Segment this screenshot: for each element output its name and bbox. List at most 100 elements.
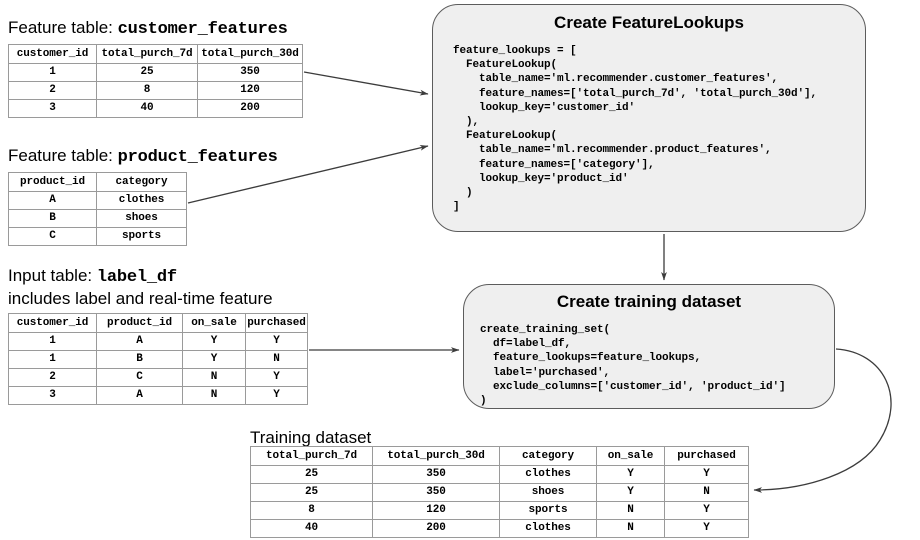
- table-row: C sports: [8, 227, 187, 246]
- table-row: 1 B Y N: [8, 350, 308, 369]
- training-dataset-caption: Training dataset: [250, 428, 372, 447]
- table-cell: sports: [499, 501, 597, 520]
- column-header: customer_id: [8, 313, 97, 333]
- table-cell: 8: [96, 81, 198, 100]
- table-cell: N: [596, 501, 665, 520]
- table-cell: B: [8, 209, 97, 228]
- table-cell: N: [245, 350, 308, 369]
- table-cell: Y: [182, 332, 246, 351]
- create-featurelookups-title: Create FeatureLookups: [554, 13, 744, 32]
- table-row: A clothes: [8, 191, 187, 210]
- table-cell: 350: [197, 63, 303, 82]
- table-row: 25 350 shoes Y N: [250, 483, 749, 502]
- label-df-table: customer_id product_id on_sale purchased…: [8, 313, 308, 405]
- column-header: on_sale: [182, 313, 246, 333]
- table-cell: Y: [596, 465, 665, 484]
- table-row: 3 A N Y: [8, 386, 308, 405]
- table-cell: Y: [245, 332, 308, 351]
- table-header-row: total_purch_7d total_purch_30d category …: [250, 446, 749, 466]
- table-cell: sports: [96, 227, 187, 246]
- table-cell: clothes: [499, 519, 597, 538]
- table-cell: 40: [250, 519, 373, 538]
- table-cell: Y: [182, 350, 246, 369]
- table-header-row: customer_id total_purch_7d total_purch_3…: [8, 44, 303, 64]
- table-cell: 120: [197, 81, 303, 100]
- table-cell: 2: [8, 81, 97, 100]
- customer-features-caption: Feature table: customer_features: [8, 17, 288, 40]
- table-row: 3 40 200: [8, 99, 303, 118]
- column-header: total_purch_7d: [96, 44, 198, 64]
- product-features-caption-prefix: Feature table:: [8, 146, 118, 165]
- column-header: total_purch_30d: [372, 446, 500, 466]
- table-cell: Y: [664, 519, 749, 538]
- create-featurelookups-box: Create FeatureLookups feature_lookups = …: [432, 4, 866, 232]
- table-cell: 200: [372, 519, 500, 538]
- product-features-caption-name: product_features: [117, 148, 278, 167]
- table-cell: 25: [96, 63, 198, 82]
- customer-features-caption-name: customer_features: [117, 20, 288, 39]
- column-header: purchased: [245, 313, 308, 333]
- product-features-caption: Feature table: product_features: [8, 145, 278, 168]
- column-header: product_id: [8, 172, 97, 192]
- table-row: 25 350 clothes Y Y: [250, 465, 749, 484]
- table-header-row: customer_id product_id on_sale purchased: [8, 313, 308, 333]
- table-cell: 1: [8, 332, 97, 351]
- column-header: category: [96, 172, 187, 192]
- table-cell: 3: [8, 99, 97, 118]
- column-header: total_purch_7d: [250, 446, 373, 466]
- column-header: purchased: [664, 446, 749, 466]
- create-training-dataset-title: Create training dataset: [556, 292, 742, 311]
- table-row: 8 120 sports N Y: [250, 501, 749, 520]
- table-header-row: product_id category: [8, 172, 187, 192]
- table-cell: Y: [245, 386, 308, 405]
- table-cell: 1: [8, 350, 97, 369]
- table-cell: clothes: [96, 191, 187, 210]
- table-cell: 200: [197, 99, 303, 118]
- table-cell: A: [96, 332, 183, 351]
- product-features-table: product_id category A clothes B shoes C …: [8, 172, 187, 246]
- label-df-caption-name: label_df: [96, 268, 177, 287]
- table-cell: clothes: [499, 465, 597, 484]
- table-cell: Y: [596, 483, 665, 502]
- table-cell: shoes: [96, 209, 187, 228]
- table-cell: 1: [8, 63, 97, 82]
- table-cell: N: [596, 519, 665, 538]
- table-row: 1 25 350: [8, 63, 303, 82]
- table-row: 2 C N Y: [8, 368, 308, 387]
- table-cell: 25: [250, 483, 373, 502]
- column-header: category: [499, 446, 597, 466]
- table-cell: 2: [8, 368, 97, 387]
- table-cell: 8: [250, 501, 373, 520]
- arrow-customer-features-to-lookups: [303, 71, 429, 96]
- table-cell: 40: [96, 99, 198, 118]
- table-cell: A: [96, 386, 183, 405]
- table-cell: 350: [372, 483, 500, 502]
- create-training-dataset-code: create_training_set( df=label_df, featur…: [480, 324, 786, 408]
- table-row: B shoes: [8, 209, 187, 228]
- label-df-caption: Input table: label_df: [8, 265, 177, 288]
- table-cell: 25: [250, 465, 373, 484]
- table-row: 40 200 clothes N Y: [250, 519, 749, 538]
- table-cell: A: [8, 191, 97, 210]
- table-cell: 350: [372, 465, 500, 484]
- table-cell: shoes: [499, 483, 597, 502]
- table-cell: 120: [372, 501, 500, 520]
- table-cell: C: [96, 368, 183, 387]
- table-cell: N: [182, 368, 246, 387]
- column-header: total_purch_30d: [197, 44, 303, 64]
- customer-features-table: customer_id total_purch_7d total_purch_3…: [8, 44, 303, 118]
- label-df-caption-prefix: Input table:: [8, 266, 97, 285]
- create-featurelookups-code: feature_lookups = [ FeatureLookup( table…: [453, 45, 818, 214]
- create-training-dataset-box: Create training dataset create_training_…: [463, 284, 835, 409]
- table-cell: 3: [8, 386, 97, 405]
- table-row: 1 A Y Y: [8, 332, 308, 351]
- table-cell: B: [96, 350, 183, 369]
- table-cell: Y: [245, 368, 308, 387]
- table-row: 2 8 120: [8, 81, 303, 100]
- column-header: on_sale: [596, 446, 665, 466]
- table-cell: C: [8, 227, 97, 246]
- table-cell: Y: [664, 501, 749, 520]
- training-dataset-table: total_purch_7d total_purch_30d category …: [250, 446, 749, 538]
- table-cell: N: [182, 386, 246, 405]
